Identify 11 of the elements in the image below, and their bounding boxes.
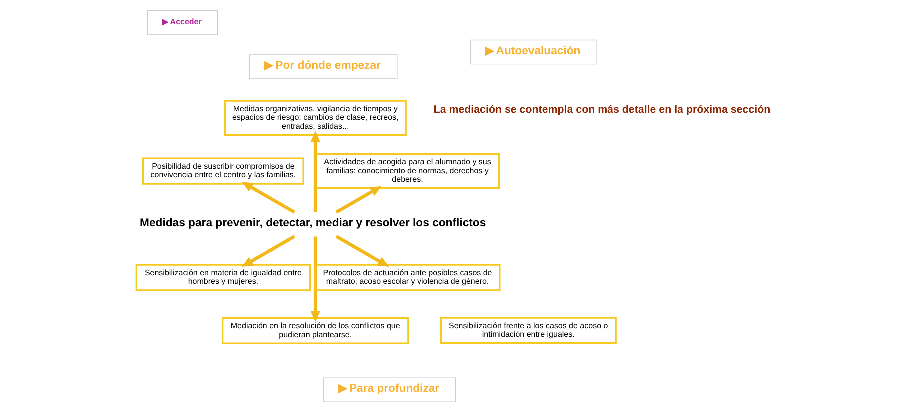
label: La mediación se contempla con más detalle en la próxima sección <box>434 104 771 116</box>
label: ▶ Por dónde empezar <box>264 60 381 72</box>
label: ▶ Para profundizar <box>338 383 440 396</box>
arrow <box>310 236 320 322</box>
arrow <box>242 182 296 214</box>
arrow <box>242 235 296 268</box>
arrow <box>336 235 390 268</box>
node-text: Medidas para prevenir, detectar, mediar y resolver los conflictos <box>140 218 486 230</box>
arrow <box>336 186 382 214</box>
label: ▶ Autoevaluación <box>486 45 581 58</box>
arrow <box>310 131 320 212</box>
